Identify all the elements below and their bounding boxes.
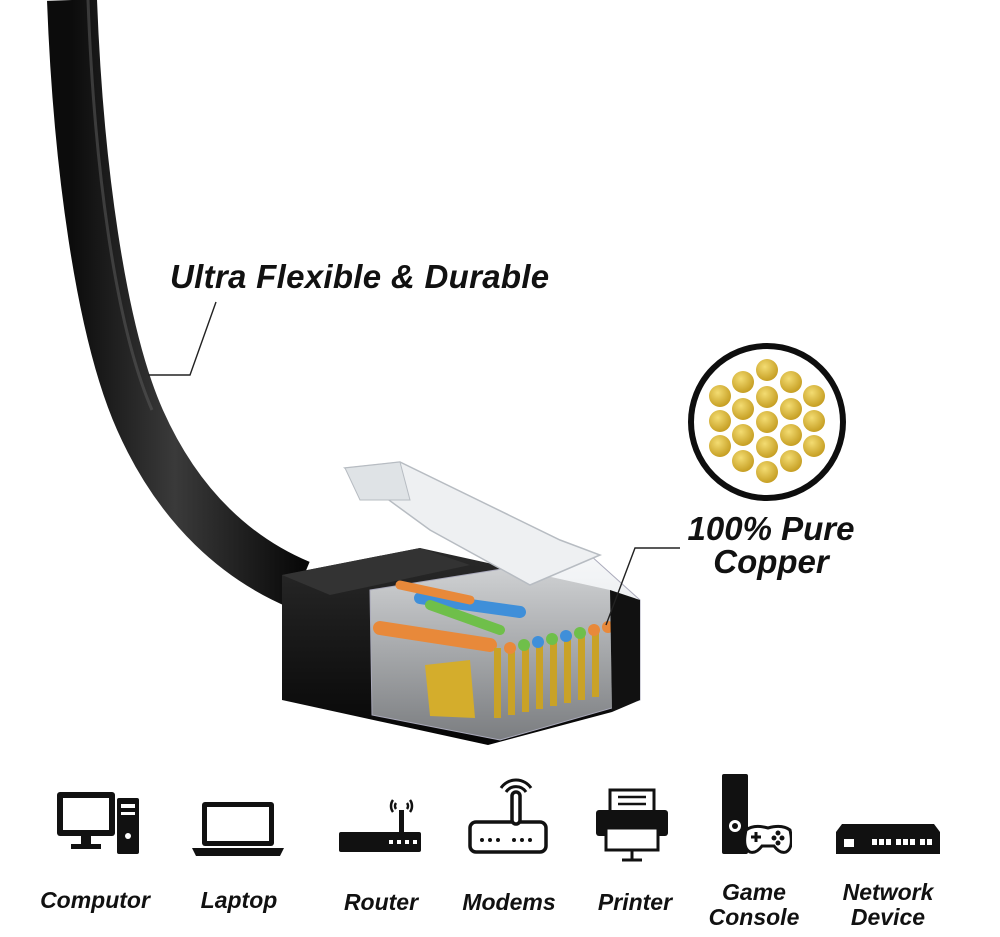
- flexible-durable-callout: Ultra Flexible & Durable: [170, 258, 550, 295]
- pure-copper-callout: 100% Pure Copper: [686, 512, 856, 578]
- gold-contact-pins: [494, 627, 599, 718]
- device-label-computer: Computor: [40, 887, 150, 913]
- printer-icon: [596, 788, 668, 862]
- device-label-laptop: Laptop: [200, 887, 278, 913]
- desktop-computer-icon: [57, 792, 139, 854]
- game-console-icon: [722, 774, 792, 854]
- copper-cross-section: [688, 343, 846, 501]
- device-label-router: Router: [343, 889, 419, 915]
- ethernet-cable: [47, 0, 310, 609]
- network-switch-icon: [836, 824, 940, 854]
- game-console-label-line2: Console: [708, 904, 800, 930]
- game-console-label-line1: Game: [722, 879, 786, 905]
- modem-icon: [468, 778, 548, 854]
- network-device-label-line1: Network: [842, 879, 934, 905]
- flexible-callout-line: [148, 301, 217, 376]
- device-label-printer: Printer: [597, 889, 673, 915]
- copper-callout-line2: Copper: [713, 543, 829, 580]
- copper-callout-line1: 100% Pure: [687, 510, 855, 547]
- device-label-game-console: Game Console: [694, 880, 814, 930]
- copper-callout-line: [605, 547, 680, 626]
- device-label-network-device: Network Device: [828, 880, 948, 930]
- rj45-connector: [282, 461, 641, 745]
- network-device-label-line2: Device: [850, 904, 926, 930]
- device-label-modems: Modems: [462, 889, 556, 915]
- router-icon: [339, 799, 421, 852]
- laptop-icon: [192, 802, 284, 856]
